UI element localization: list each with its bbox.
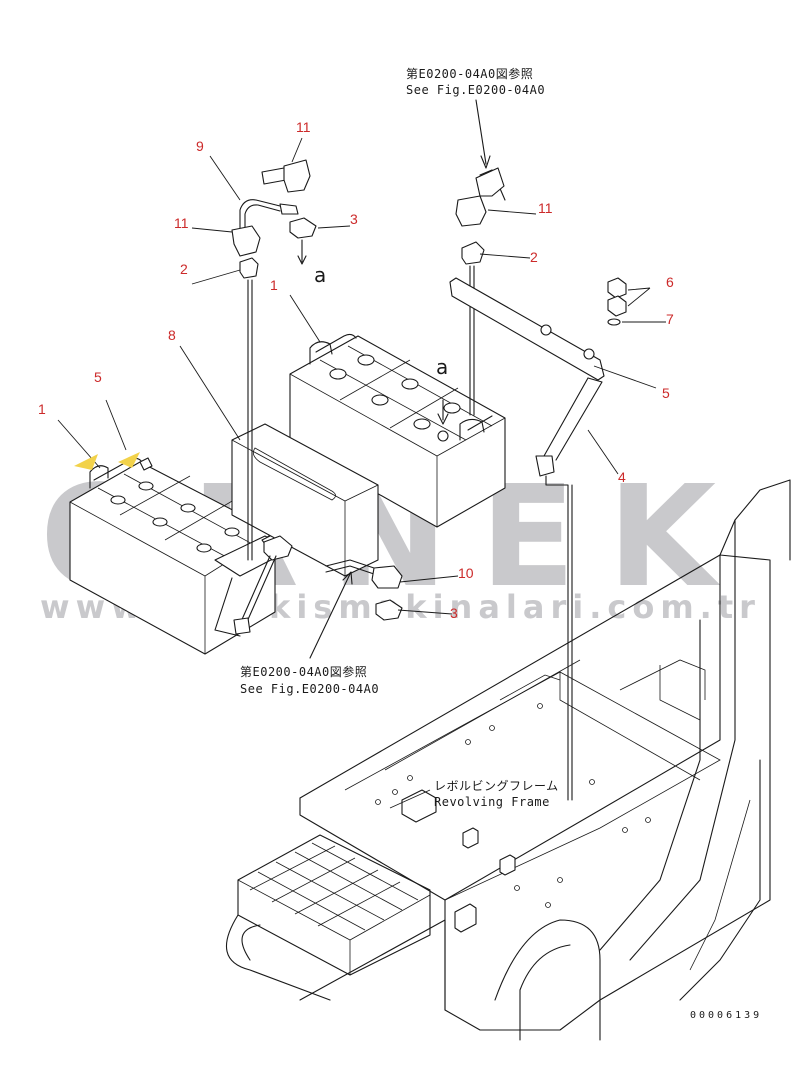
insulator-plate [231, 423, 379, 577]
document-number: 00006139 [690, 1010, 762, 1021]
callout-4: 4 [618, 469, 626, 485]
callout-9: 9 [196, 138, 204, 154]
accent-mark [74, 454, 98, 470]
view-letter-a-1: a [314, 263, 326, 287]
callout-3-bottom: 3 [450, 605, 458, 621]
callout-11-right: 11 [538, 200, 553, 216]
revolving-frame [225, 479, 791, 1041]
view-letter-a-2: a [436, 355, 448, 379]
ref-top-en: See Fig.E0200-04A0 [406, 83, 545, 97]
callout-7: 7 [666, 311, 674, 327]
callout-leaders [57, 137, 666, 615]
frame-label-en: Revolving Frame [434, 795, 550, 809]
accent-mark-2 [118, 452, 140, 468]
ref-top-jp: 第E0200-04A0図参照 [406, 66, 533, 81]
ref-bottom-jp: 第E0200-04A0図参照 [240, 664, 367, 679]
cables [139, 159, 627, 801]
battery-top [289, 333, 506, 528]
ref-bottom-en: See Fig.E0200-04A0 [240, 682, 379, 696]
callouts: 1 1 2 2 3 3 4 5 5 6 7 8 9 10 11 11 11 [38, 119, 674, 621]
callout-1-top: 1 [270, 277, 278, 293]
notes: 第E0200-04A0図参照 See Fig.E0200-04A0 第E0200… [240, 66, 559, 809]
callout-2-right: 2 [530, 249, 538, 265]
callout-5-left: 5 [94, 369, 102, 385]
callout-10: 10 [458, 565, 474, 581]
callout-8: 8 [168, 327, 176, 343]
callout-11-left: 11 [174, 215, 189, 231]
callout-3-top: 3 [350, 211, 358, 227]
callout-2-left: 2 [180, 261, 188, 277]
callout-6: 6 [666, 274, 674, 290]
frame-label-jp: レボルビングフレーム [434, 779, 559, 793]
callout-11-top: 11 [296, 119, 311, 135]
callout-1-left: 1 [38, 401, 46, 417]
callout-5-right: 5 [662, 385, 670, 401]
